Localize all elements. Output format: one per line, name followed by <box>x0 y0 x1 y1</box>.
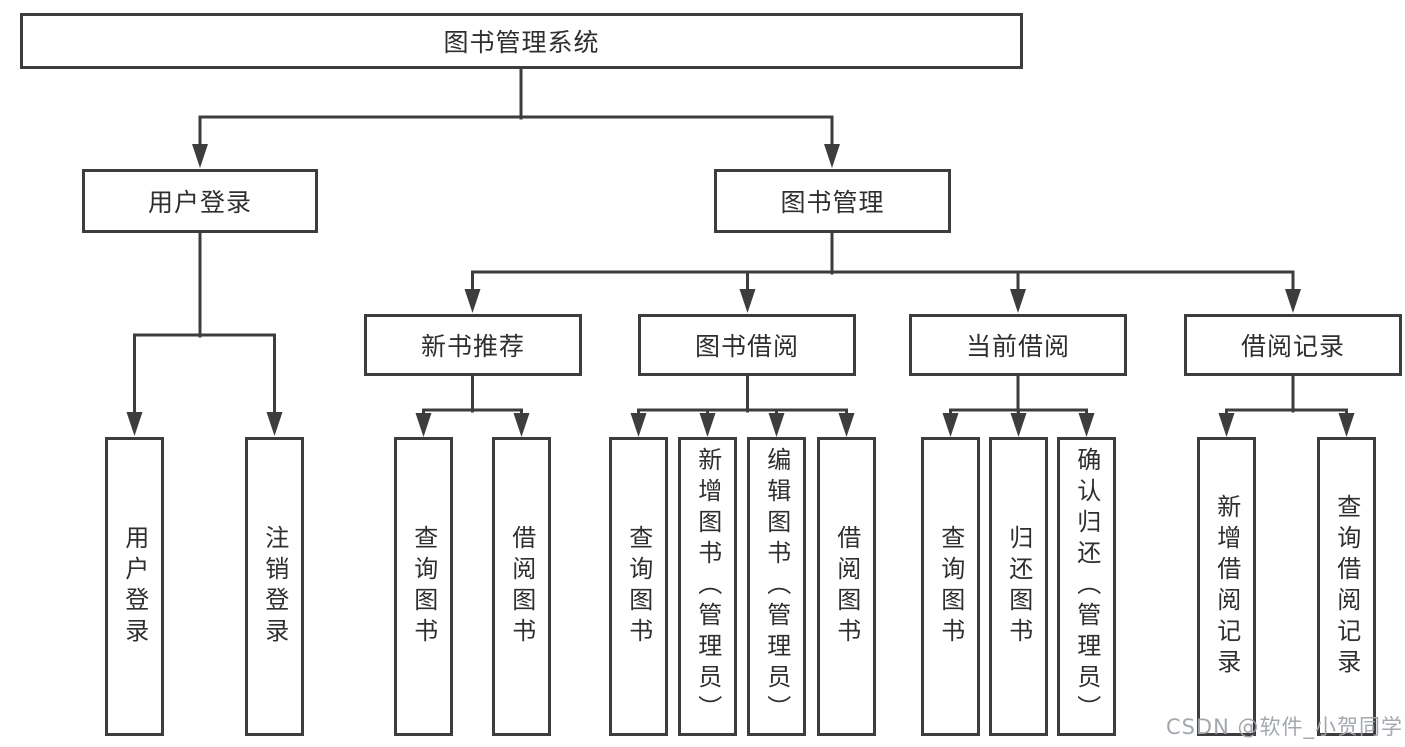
leaf-user-login: 用户登录 <box>105 437 164 736</box>
node-user-login-branch: 用户登录 <box>82 169 318 233</box>
arrowheads <box>126 115 1355 437</box>
leaf-add-books-admin: 新增图书（管理员） <box>678 437 737 736</box>
node-borrowing-records: 借阅记录 <box>1184 314 1402 376</box>
node-current-borrowing: 当前借阅 <box>909 314 1127 376</box>
leaf-logout: 注销登录 <box>245 437 304 736</box>
leaf-label: 查询借阅记录 <box>1332 493 1361 680</box>
node-label: 新书推荐 <box>420 332 525 361</box>
leaf-label: 查询图书 <box>936 524 965 649</box>
leaf-label: 借阅图书 <box>832 524 861 649</box>
leaf-borrow-books-recommend: 借阅图书 <box>492 437 551 736</box>
node-library-management-system: 图书管理系统 <box>20 13 1023 69</box>
node-new-book-recommendation: 新书推荐 <box>364 314 582 376</box>
leaf-label: 新增图书（管理员） <box>693 447 722 726</box>
leaf-label: 确认归还（管理员） <box>1072 447 1101 726</box>
node-label: 图书管理 <box>780 188 885 217</box>
leaf-edit-books-admin: 编辑图书（管理员） <box>747 437 806 736</box>
node-book-borrowing: 图书借阅 <box>638 314 856 376</box>
csdn-watermark: CSDN @软件_小贺同学 <box>1165 715 1403 739</box>
leaf-query-books-borrow: 查询图书 <box>609 437 668 736</box>
node-book-management: 图书管理 <box>714 169 951 233</box>
leaf-confirm-return-admin: 确认归还（管理员） <box>1057 437 1116 736</box>
leaf-label: 借阅图书 <box>507 524 536 649</box>
leaf-label: 查询图书 <box>409 524 438 649</box>
leaf-return-books: 归还图书 <box>989 437 1048 736</box>
node-label: 图书借阅 <box>694 332 799 361</box>
leaf-label: 注销登录 <box>260 524 289 649</box>
node-label: 图书管理系统 <box>443 28 600 57</box>
leaf-label: 用户登录 <box>120 524 149 649</box>
node-label: 借阅记录 <box>1240 332 1345 361</box>
leaf-label: 查询图书 <box>624 524 653 649</box>
leaf-label: 新增借阅记录 <box>1212 493 1241 680</box>
leaf-add-borrow-record: 新增借阅记录 <box>1197 437 1256 736</box>
connector-skeleton <box>133 66 1348 413</box>
leaf-borrow-books: 借阅图书 <box>817 437 876 736</box>
leaf-query-books-current: 查询图书 <box>921 437 980 736</box>
node-label: 当前借阅 <box>965 332 1070 361</box>
leaf-label: 编辑图书（管理员） <box>762 447 791 726</box>
leaf-query-books-recommend: 查询图书 <box>394 437 453 736</box>
leaf-query-borrow-record: 查询借阅记录 <box>1317 437 1376 736</box>
node-label: 用户登录 <box>147 188 252 217</box>
leaf-label: 归还图书 <box>1004 524 1033 649</box>
